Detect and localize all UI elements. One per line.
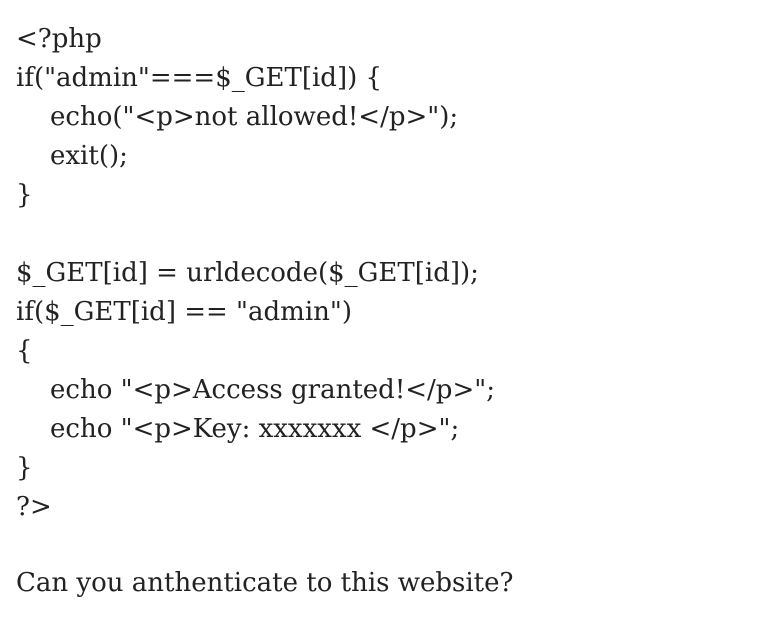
code-line-php-close: ?> bbox=[16, 492, 52, 522]
code-line-blank bbox=[16, 215, 756, 254]
code-line-echo-not-allowed: echo("<p>not allowed!</p>"); bbox=[50, 102, 459, 132]
code-line-open-brace: { bbox=[16, 336, 33, 366]
code-line-echo-key: echo "<p>Key: xxxxxxx </p>"; bbox=[50, 414, 460, 444]
challenge-question: Can you anthenticate to this website? bbox=[16, 568, 514, 598]
code-line-close-brace-2: } bbox=[16, 453, 33, 483]
code-line-urldecode: $_GET[id] = urldecode($_GET[id]); bbox=[16, 258, 479, 288]
code-line-php-open: <?php bbox=[16, 24, 102, 54]
code-line-if-strict-check: if("admin"===$_GET[id]) { bbox=[16, 63, 383, 93]
php-source-code: <?php if("admin"===$_GET[id]) { echo("<p… bbox=[16, 20, 756, 527]
code-line-if-loose-check: if($_GET[id] == "admin") bbox=[16, 297, 352, 327]
code-line-exit: exit(); bbox=[50, 141, 128, 171]
code-line-close-brace: } bbox=[16, 180, 33, 210]
code-line-echo-access-granted: echo "<p>Access granted!</p>"; bbox=[50, 375, 495, 405]
